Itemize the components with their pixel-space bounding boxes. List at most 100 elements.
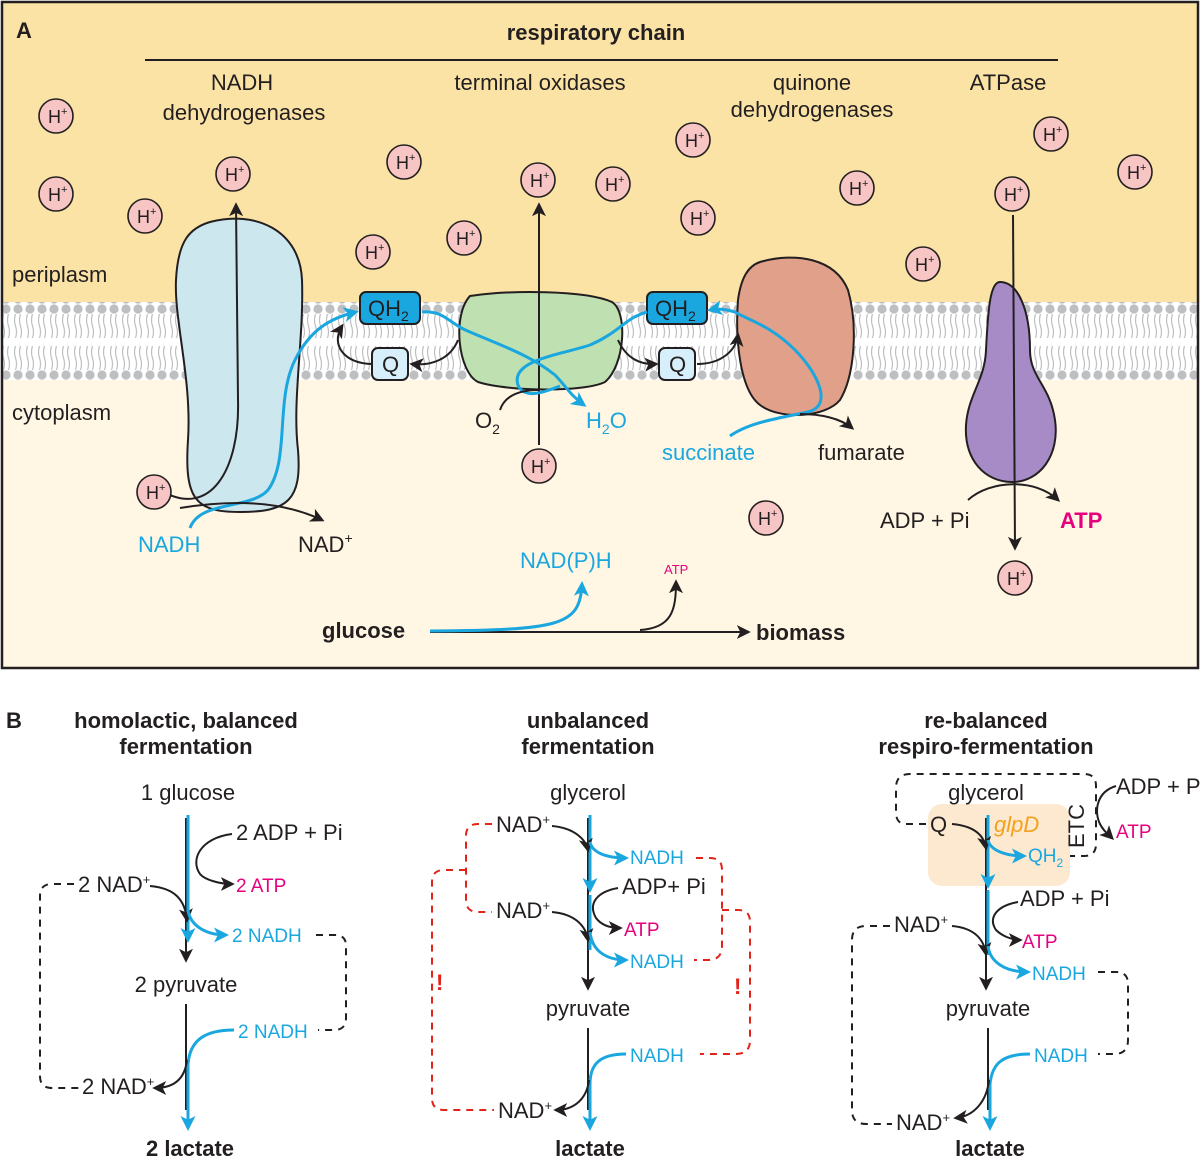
proton-ion: H+ (215, 156, 251, 192)
col3-q-arrow (951, 823, 992, 851)
terminal-oxidase-complex (458, 291, 624, 391)
o2-arrow (499, 389, 540, 411)
electron-path-oxidase (421, 310, 587, 407)
col2-red-loop-right-outer (700, 909, 751, 1055)
qh2-box-right (646, 291, 708, 325)
col2-intermediate: pyruvate (546, 996, 630, 1021)
glucose-label: glucose (322, 618, 405, 643)
proton-ion: H+ (446, 220, 482, 256)
col1-nad-arrow (149, 885, 193, 923)
col3-nad-loop (851, 925, 892, 1125)
col1-atp: 2 ATP (236, 876, 286, 897)
glucose-to-nadph-arrow (429, 581, 589, 633)
col1-nadh-bottom-arrow (186, 1028, 235, 1065)
proton-ion: H+ (386, 144, 422, 180)
atp-synthesis-arrow (967, 483, 1061, 502)
electron-path-right-q (515, 310, 648, 395)
proton-label: H+ (849, 178, 868, 199)
proton-circle (38, 176, 74, 212)
col3-nadh-bottom-arrow (988, 1052, 1031, 1085)
quinone-dehydrogenases-label-2: dehydrogenases (731, 97, 894, 122)
adp-pi-label: ADP + Pi (880, 508, 969, 533)
proton-label: H+ (137, 206, 156, 227)
col3-gene-glpd: glpD (994, 812, 1039, 837)
col1-nad-bottom: 2 NAD+ (82, 1074, 154, 1099)
col3-etc-loop (895, 773, 1097, 857)
qh2-box-left (359, 291, 421, 325)
proton-circle (1033, 116, 1069, 152)
col2-nad2-arrow (551, 911, 594, 943)
proton-label: H+ (48, 106, 67, 127)
col2-atp: ATP (624, 920, 660, 941)
proton-label: H+ (690, 208, 709, 229)
col2-imbalance-right: ! (734, 974, 741, 999)
col2-nad1-arrow (551, 825, 593, 853)
proton-ion: H+ (521, 448, 557, 484)
atpase-complex (964, 280, 1057, 484)
panel-b-label: B (6, 708, 22, 733)
col3-nadh-top: NADH (1032, 964, 1086, 985)
proton-circle (38, 98, 74, 134)
col3-nadh-bottom: NADH (1034, 1046, 1088, 1067)
col2-red-loop-left-outer (431, 869, 494, 1111)
col3-atp-arrow (991, 901, 1023, 947)
col3-glpd-highlight (928, 804, 1070, 886)
col2-nadh2: NADH (630, 952, 684, 973)
col1-adp: 2 ADP + Pi (236, 820, 343, 845)
proton-ion: H+ (675, 122, 711, 158)
proton-label: H+ (605, 174, 624, 195)
proton-ion: H+ (994, 176, 1030, 212)
proton-circle (127, 198, 163, 234)
qh2-left-text: QH2 (368, 296, 409, 324)
col2-nad3: NAD+ (498, 1098, 552, 1123)
proton-circle (748, 500, 784, 536)
panel-a: A respiratory chain NADH dehydrogenases … (0, 0, 1200, 670)
q-cycle-left (409, 339, 459, 373)
electron-path-nadh (188, 307, 359, 529)
proton-circle (675, 122, 711, 158)
panel-b: B homolactic, balanced fermentation 1 gl… (6, 708, 1200, 1160)
col2-title-2: fermentation (521, 734, 654, 759)
proton-label: H+ (1043, 124, 1062, 145)
col2-nadh3: NADH (630, 1046, 684, 1067)
succinate-label: succinate (662, 440, 755, 465)
col1-nadh-arrow (186, 909, 229, 943)
col1-title-2: fermentation (119, 734, 252, 759)
col2-nadh3-arrow (588, 1052, 627, 1085)
atpase-label: ATPase (970, 70, 1047, 95)
atp-small-label: ATP (664, 562, 688, 577)
proton-circle (136, 474, 172, 510)
col3-nadh-loop (1098, 971, 1129, 1055)
quinone-dehydrogenases-label-1: quinone (773, 70, 851, 95)
proton-label: H+ (365, 242, 384, 263)
proton-label: H+ (530, 170, 549, 191)
q-cycle-right (617, 339, 659, 372)
col1-intermediate: 2 pyruvate (135, 972, 238, 997)
proton-ion: H+ (520, 162, 556, 198)
panel-a-label: A (16, 18, 32, 43)
proton-ion: H+ (748, 500, 784, 536)
panel-a-border (0, 0, 1200, 670)
atp-label: ATP (1060, 508, 1102, 533)
proton-circle (680, 200, 716, 236)
column-unbalanced: unbalanced fermentation glycerol NAD+ NA… (431, 708, 751, 1160)
fumarate-label: fumarate (818, 440, 905, 465)
proton-ion: H+ (680, 200, 716, 236)
col3-nad-top: NAD+ (894, 912, 948, 937)
col3-adp: ADP + Pi (1020, 886, 1109, 911)
col3-atp-etc: ATP (1116, 822, 1152, 843)
proton-circle (905, 246, 941, 282)
q-cycle-left-2 (330, 323, 373, 365)
column-homolactic: homolactic, balanced fermentation 1 gluc… (39, 708, 347, 1160)
col2-nad1: NAD+ (496, 812, 550, 837)
proton-ion: H+ (127, 198, 163, 234)
col1-substrate: 1 glucose (141, 780, 235, 805)
periplasm-label: periplasm (12, 262, 107, 287)
cytoplasm-label: cytoplasm (12, 400, 111, 425)
proton-label: H+ (146, 482, 165, 503)
quinone-dehydrogenase-complex (736, 256, 855, 416)
proton-path-nadh-dh (159, 202, 244, 500)
col2-red-loop-left-inner (465, 823, 492, 913)
proton-label: H+ (915, 254, 934, 275)
proton-label: H+ (456, 228, 475, 249)
